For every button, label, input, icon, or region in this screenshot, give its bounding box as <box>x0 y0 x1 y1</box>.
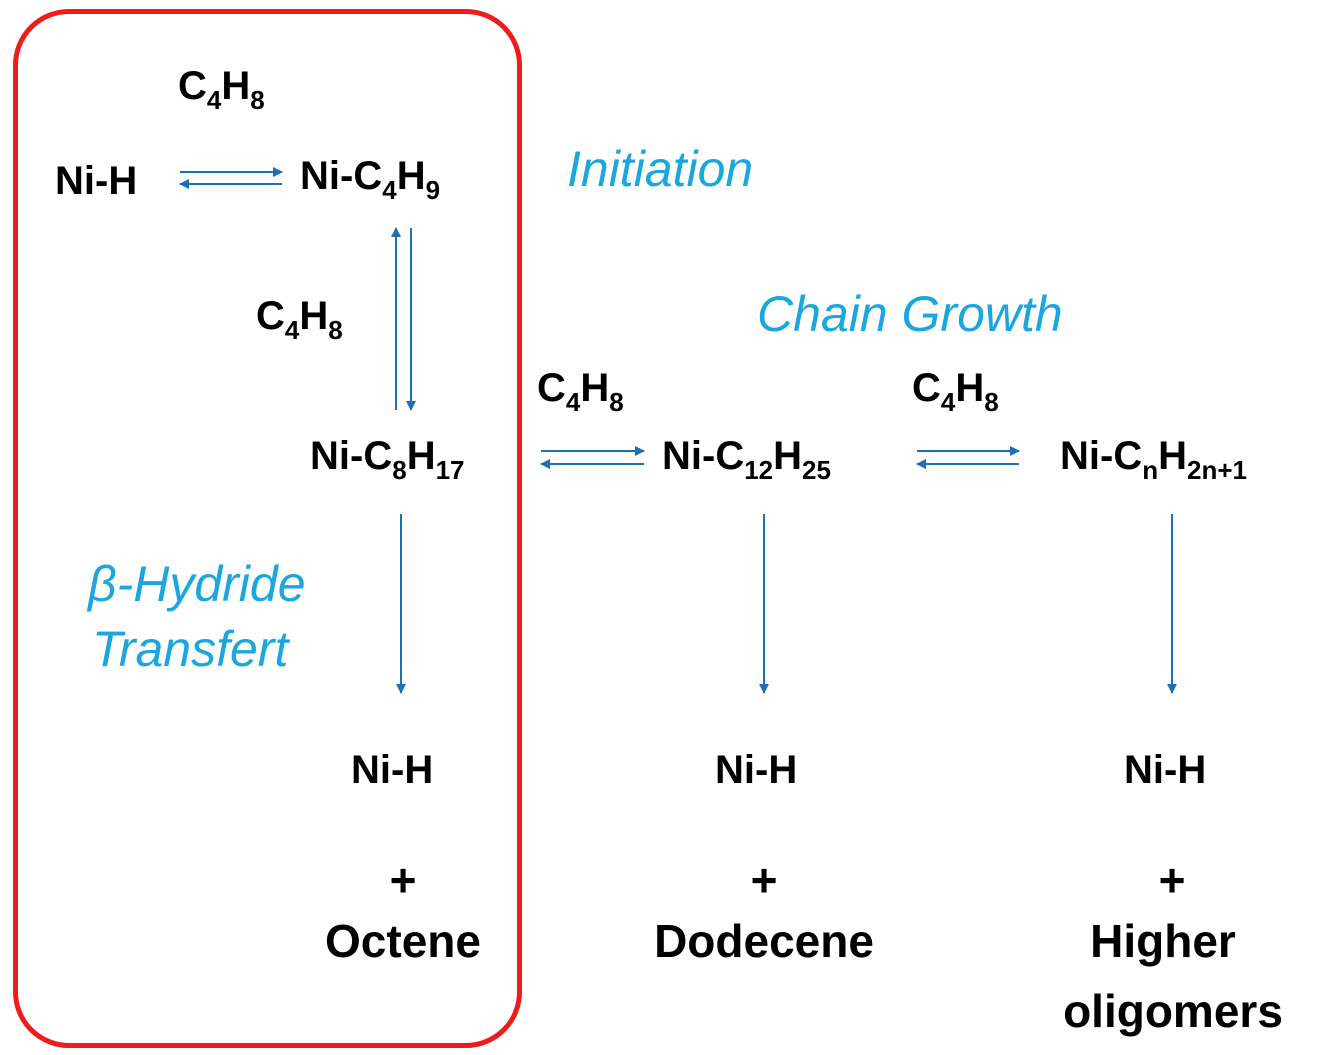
reagent-c4h8-2: C4H8 <box>256 294 343 345</box>
highlight-box <box>13 9 522 1048</box>
reagent-c4h8-4: C4H8 <box>912 366 999 417</box>
reagent-c4h8-1: C4H8 <box>178 64 265 115</box>
species-ni-c12h25: Ni-C12H25 <box>662 434 831 485</box>
product-col1-octene: Octene <box>325 915 481 967</box>
product-col3-plus: + <box>1158 854 1186 906</box>
label-beta-hydride: β-Hydride <box>88 556 306 612</box>
species-ni-h-initial: Ni-H <box>55 159 138 203</box>
product-col2-plus: + <box>750 854 778 906</box>
product-col1-ni-h: Ni-H <box>351 748 434 792</box>
species-ni-cnh2n1: Ni-CnH2n+1 <box>1060 434 1247 485</box>
label-transfert: Transfert <box>92 621 289 677</box>
species-ni-c4h9: Ni-C4H9 <box>300 154 441 205</box>
product-col1-plus: + <box>389 854 417 906</box>
product-col2-dodecene: Dodecene <box>654 915 874 967</box>
product-col3-ni-h: Ni-H <box>1124 748 1207 792</box>
product-col3-oligomers: oligomers <box>1063 985 1283 1037</box>
reagent-c4h8-3: C4H8 <box>537 366 624 417</box>
label-initiation: Initiation <box>567 141 754 197</box>
species-ni-c8h17: Ni-C8H17 <box>310 434 465 485</box>
label-chain-growth: Chain Growth <box>757 286 1063 342</box>
product-col2-ni-h: Ni-H <box>715 748 798 792</box>
product-col3-higher: Higher <box>1090 915 1236 967</box>
